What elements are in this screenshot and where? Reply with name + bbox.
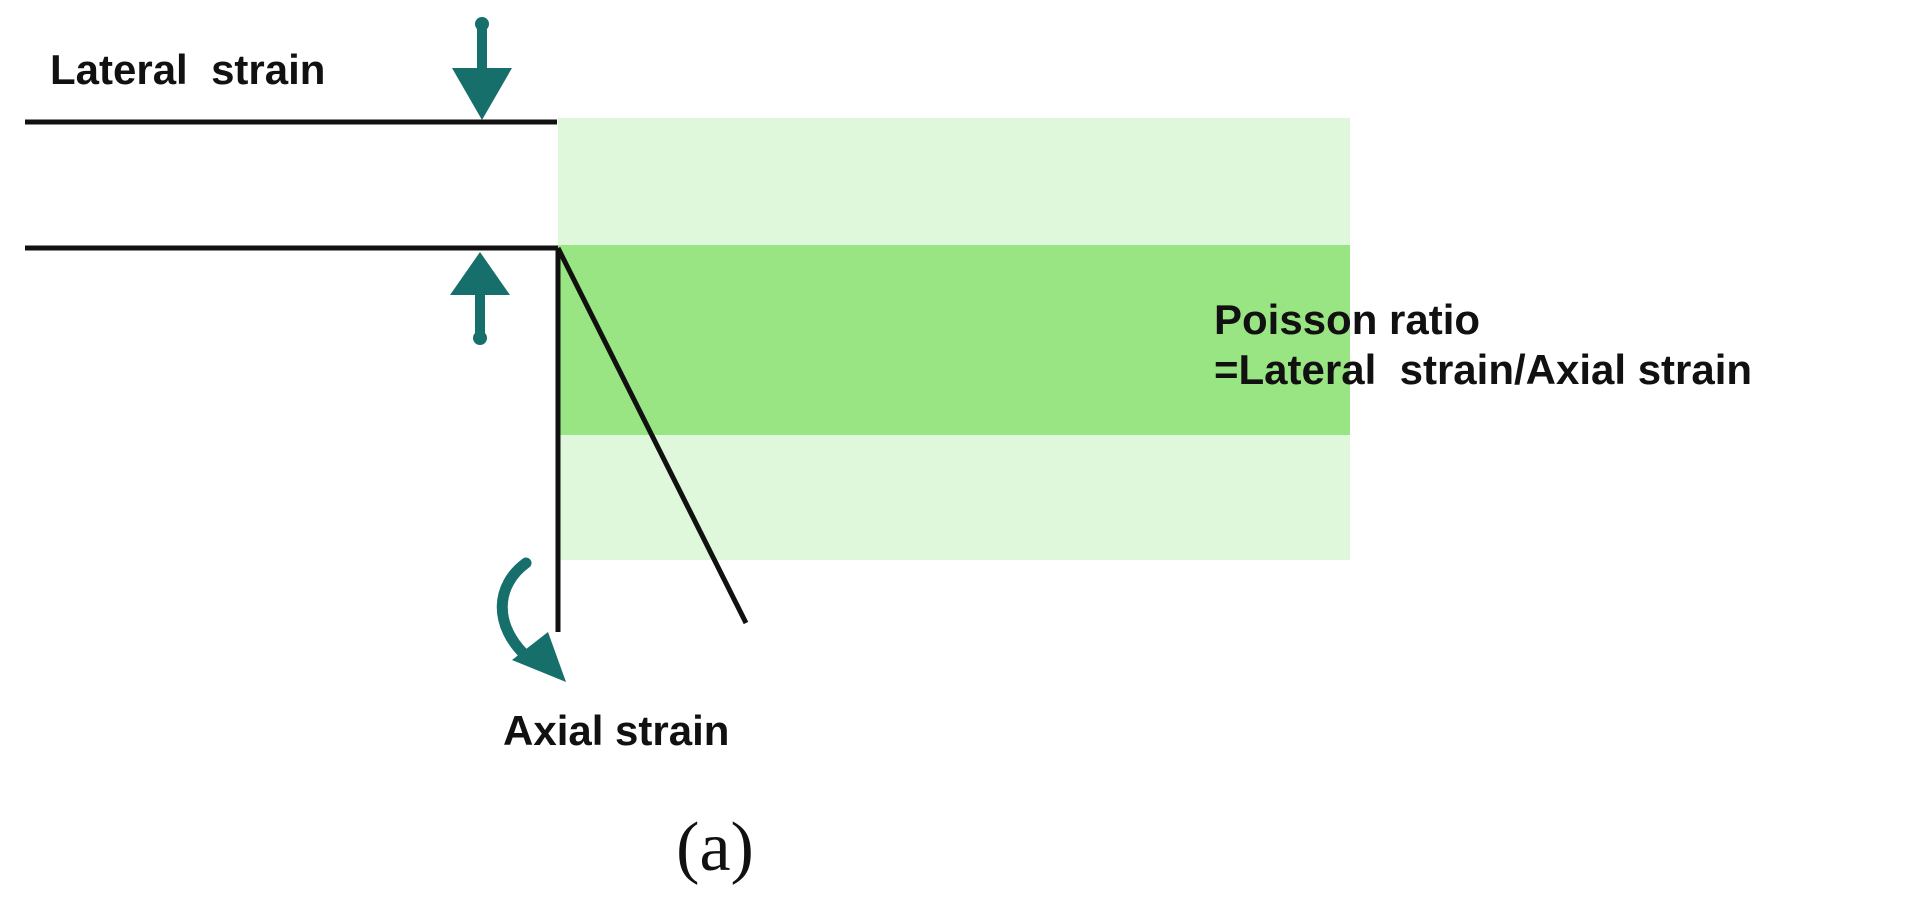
- panel-caption: (a): [676, 809, 754, 886]
- poisson-formula-label: =Lateral strain/Axial strain: [1214, 346, 1752, 393]
- arrow-down-icon: [452, 17, 512, 120]
- arrow-up-icon: [450, 252, 510, 345]
- dark-band: [558, 245, 1350, 435]
- lateral-strain-label: Lateral strain: [50, 46, 325, 93]
- axial-strain-label: Axial strain: [503, 707, 729, 754]
- light-band-top: [558, 118, 1350, 245]
- poisson-ratio-label: Poisson ratio: [1214, 296, 1480, 343]
- curved-arrow-icon: [496, 557, 566, 682]
- diagonal-line: [555, 246, 749, 625]
- light-band-bottom: [558, 435, 1350, 560]
